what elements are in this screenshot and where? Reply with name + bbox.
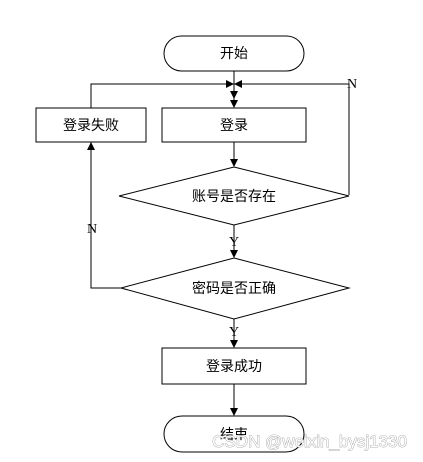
login-failed-node: 登录失败: [35, 107, 147, 143]
login-failed-label: 登录失败: [63, 118, 119, 134]
account-yes-label: Y: [229, 235, 239, 250]
edge-account-no-loop: [234, 83, 350, 195]
account-exists-decision: 账号是否存在: [118, 166, 350, 226]
login-node: 登录: [161, 107, 307, 143]
edge-failed-to-junction: [90, 83, 234, 108]
arrowhead-into-account: [230, 159, 238, 167]
password-no-label: N: [87, 222, 97, 237]
arrowhead-into-junction-top: [230, 91, 238, 99]
password-yes-label: Y: [229, 325, 239, 340]
account-exists-label: 账号是否存在: [192, 189, 276, 205]
password-correct-decision: 密码是否正确: [119, 257, 351, 320]
end-node: 结束: [163, 415, 305, 453]
arrowhead-from-failed: [226, 80, 234, 88]
password-correct-label: 密码是否正确: [192, 280, 276, 297]
end-node-label: 结束: [220, 427, 248, 443]
arrowhead-into-success: [230, 340, 238, 348]
login-node-label: 登录: [220, 118, 248, 134]
arrowhead-from-account-no: [234, 80, 242, 88]
login-success-node: 登录成功: [161, 347, 307, 385]
edge-password-no: [90, 142, 121, 289]
start-node: 开始: [163, 35, 305, 72]
arrowhead-into-end: [230, 408, 238, 416]
start-node-label: 开始: [220, 46, 248, 62]
csdn-watermark: CSDN @weixin_bysj1330: [212, 432, 407, 451]
connectors: [87, 71, 350, 416]
arrowhead-into-failed: [87, 142, 95, 150]
arrowhead-into-password: [230, 250, 238, 258]
account-no-label: N: [347, 77, 357, 92]
login-success-label: 登录成功: [206, 359, 262, 375]
arrowhead-into-login: [230, 100, 238, 108]
